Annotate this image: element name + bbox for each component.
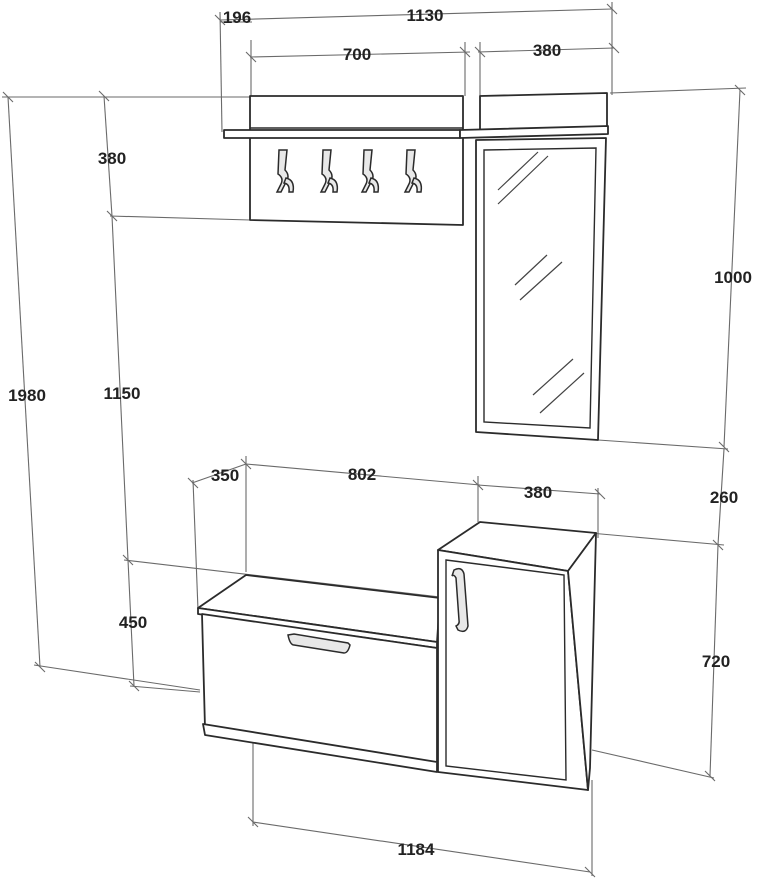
dimension-labels: 196 1130 700 380 380 1980 1150 1000 260 …	[8, 6, 752, 859]
label-hook-panel-width: 700	[343, 45, 371, 64]
label-hanger-depth: 196	[223, 8, 251, 27]
label-base-width: 1184	[398, 840, 435, 859]
coat-hook	[360, 149, 380, 193]
label-overall-width: 1130	[407, 6, 444, 25]
wall-mirror	[459, 92, 609, 441]
coat-hook	[275, 149, 295, 193]
label-mirror-width: 380	[533, 41, 561, 60]
door-handle	[451, 567, 469, 633]
label-cabinet-width: 380	[524, 483, 552, 502]
label-total-height: 1980	[8, 386, 46, 405]
label-hook-panel-height: 380	[98, 149, 126, 168]
label-mirror-gap: 260	[710, 488, 738, 507]
shoe-bench	[197, 574, 441, 773]
coat-hook	[403, 149, 423, 193]
label-shelf-top-height: 1150	[104, 384, 141, 403]
coat-hook-panel	[223, 95, 464, 226]
coat-hook	[319, 149, 339, 193]
label-mirror-height: 1000	[714, 268, 752, 287]
label-bench-depth: 350	[211, 466, 239, 485]
label-cabinet-height: 720	[702, 652, 730, 671]
drawer-handle	[287, 633, 351, 654]
label-bench-width: 802	[348, 465, 376, 484]
dimension-ticks	[2, 3, 746, 878]
shoe-cabinet	[437, 521, 597, 791]
dimension-lines	[2, 2, 747, 876]
label-bench-height: 450	[119, 613, 147, 632]
